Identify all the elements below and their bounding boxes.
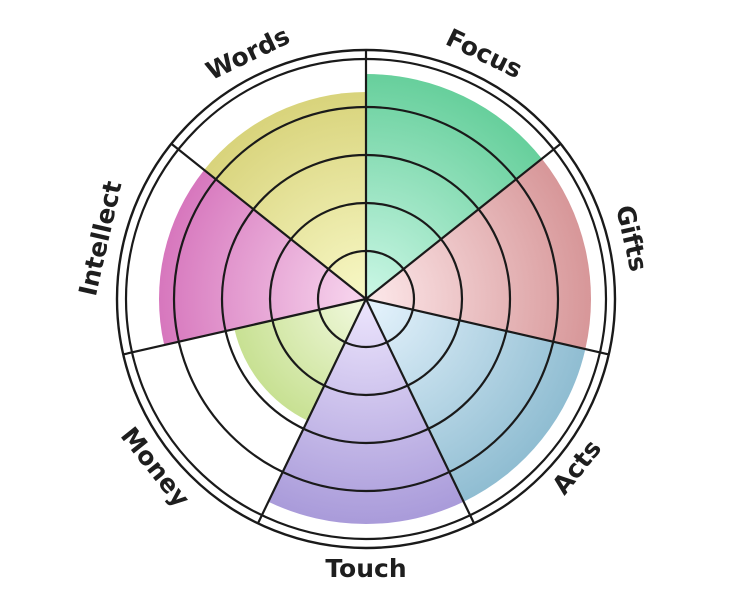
label-gifts: Gifts	[610, 203, 653, 275]
outer-border	[115, 48, 617, 550]
segment-acts	[366, 299, 586, 502]
label-touch: Touch	[325, 554, 406, 583]
label-acts: Acts	[546, 434, 607, 500]
label-intellect: Intellect	[73, 178, 127, 298]
spoke-line-6	[122, 297, 367, 356]
outer-circle	[115, 48, 617, 550]
segment-intellect	[159, 169, 366, 346]
segment-words	[204, 91, 366, 299]
spoke-line-2	[365, 142, 562, 300]
segment-focus	[366, 74, 542, 299]
segments-group	[159, 74, 592, 525]
segment-touch	[268, 299, 464, 525]
label-words: Words	[201, 21, 294, 86]
spoke-line-3	[365, 297, 610, 356]
segment-money	[234, 299, 366, 421]
spoke-lines	[122, 50, 610, 524]
spoke-line-5	[256, 298, 367, 524]
spoke-line-4	[365, 298, 476, 524]
spoke-line-7	[170, 142, 367, 300]
